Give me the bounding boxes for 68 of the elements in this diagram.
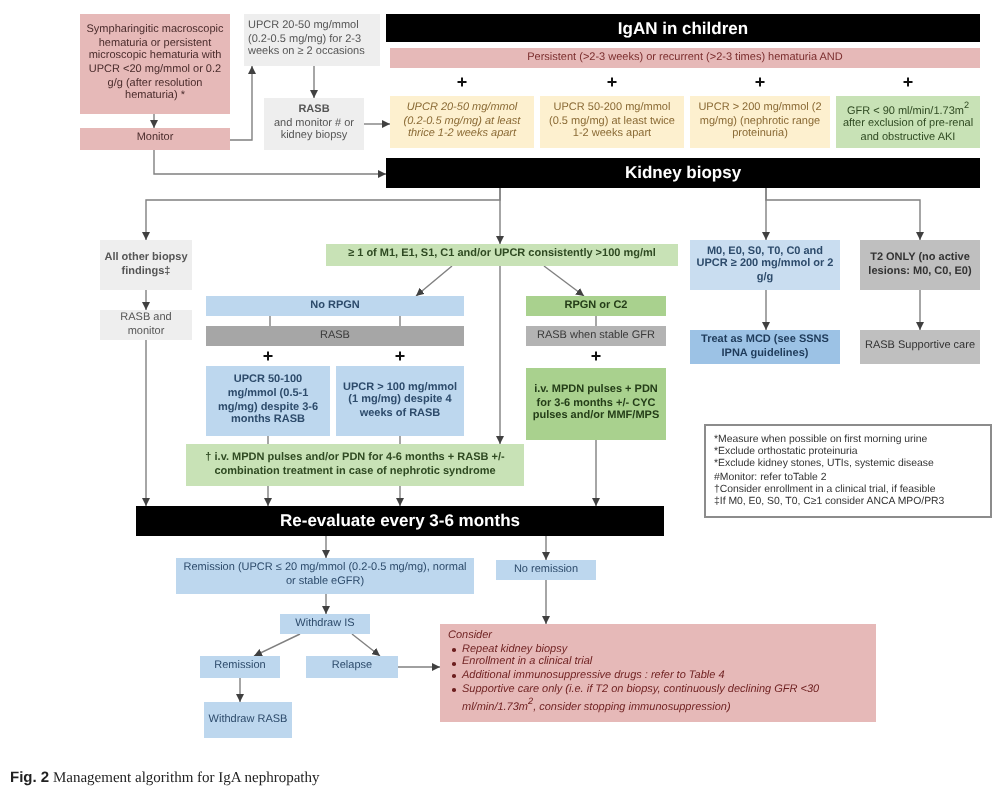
arrow bbox=[916, 289, 924, 331]
connector-line bbox=[399, 315, 401, 327]
arrow bbox=[542, 579, 550, 625]
connector-line bbox=[595, 315, 597, 327]
plus-sign: + bbox=[588, 348, 604, 366]
flow-box bbox=[390, 96, 534, 148]
arrow bbox=[765, 187, 924, 241]
flow-box bbox=[496, 560, 596, 580]
flow-box bbox=[690, 330, 840, 364]
header-banner bbox=[386, 14, 980, 42]
flow-box bbox=[206, 326, 464, 346]
flow-box bbox=[244, 14, 380, 66]
plus-sign: + bbox=[752, 73, 768, 91]
arrow bbox=[496, 187, 504, 245]
arrow bbox=[142, 289, 150, 311]
flow-box bbox=[306, 656, 398, 678]
arrow bbox=[322, 535, 330, 559]
flow-box bbox=[526, 296, 666, 316]
arrow bbox=[142, 339, 150, 507]
arrow bbox=[253, 633, 301, 657]
connector-line bbox=[399, 435, 401, 445]
arrow bbox=[543, 265, 585, 297]
flow-box bbox=[526, 368, 666, 440]
banner-text: Kidney biopsy bbox=[624, 162, 742, 184]
arrow bbox=[415, 265, 453, 297]
flow-box bbox=[860, 240, 980, 290]
plus-sign: + bbox=[260, 347, 276, 365]
arrow bbox=[150, 113, 158, 129]
arrow bbox=[397, 663, 441, 671]
arrow bbox=[363, 120, 391, 128]
flow-box bbox=[860, 330, 980, 364]
plus-sign: + bbox=[604, 73, 620, 91]
plus-sign: + bbox=[900, 73, 916, 91]
arrow bbox=[592, 439, 600, 507]
flow-box bbox=[526, 326, 666, 346]
arrow bbox=[322, 593, 330, 615]
banner-text: Re-evaluate every 3-6 months bbox=[280, 510, 520, 532]
banner-text: IgAN in children bbox=[617, 17, 749, 39]
connector-line bbox=[269, 315, 271, 327]
flow-box bbox=[280, 614, 370, 634]
flow-box bbox=[326, 244, 678, 266]
arrow bbox=[153, 149, 387, 178]
flow-box bbox=[264, 98, 364, 150]
plus-sign: + bbox=[454, 73, 470, 91]
arrow bbox=[762, 289, 770, 331]
flow-box bbox=[200, 656, 280, 678]
arrow bbox=[310, 65, 318, 99]
arrow bbox=[236, 677, 244, 703]
header-banner bbox=[386, 158, 980, 188]
flow-box bbox=[206, 296, 464, 316]
arrow bbox=[542, 535, 550, 561]
flow-box bbox=[80, 128, 230, 150]
arrow bbox=[264, 485, 272, 507]
recommendation-box bbox=[440, 624, 876, 722]
connector-line bbox=[267, 435, 269, 445]
flow-box bbox=[100, 240, 192, 290]
notes-box bbox=[704, 424, 992, 518]
arrow bbox=[351, 633, 381, 657]
flow-box bbox=[204, 702, 292, 738]
plus-sign: + bbox=[392, 347, 408, 365]
flow-box bbox=[100, 310, 192, 340]
header-banner bbox=[136, 506, 664, 536]
arrow bbox=[496, 265, 504, 445]
criteria-band bbox=[390, 48, 980, 68]
flow-box bbox=[336, 366, 464, 436]
arrow bbox=[229, 65, 256, 141]
arrow bbox=[396, 485, 404, 507]
flow-box bbox=[186, 444, 524, 486]
